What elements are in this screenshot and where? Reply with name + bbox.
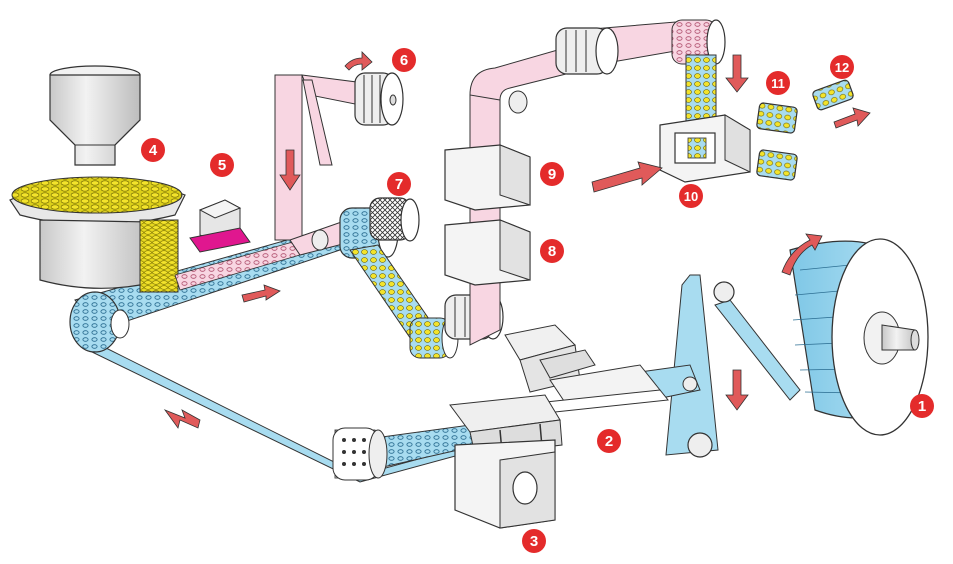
station-badge-3: 3 [522,529,546,553]
station-number-8: 8 [548,243,556,260]
arrow-down-cutter [725,54,749,93]
forming-station [449,324,669,529]
lidding-foil-roll [354,72,404,126]
guide-roller-mid [682,376,698,392]
station-badge-11: 11 [766,71,790,95]
arrow-roll-rotation [781,233,823,276]
station-number-4: 4 [149,142,158,159]
arrow-left-return [163,409,201,429]
top-guide-roller [508,90,528,114]
forming-foil-web-descending [665,274,719,456]
station-number-9: 9 [548,166,556,183]
station-badge-12: 12 [830,55,854,79]
forming-foil-return-belt [91,344,471,483]
station-number-3: 3 [530,533,538,550]
arrow-feed-cutter [591,161,663,193]
station-number-7: 7 [395,176,403,193]
forming-foil-supply-roll [789,238,929,436]
station-badge-2: 2 [597,429,621,453]
arrow-down-lidding [279,149,301,191]
sealing-head [189,199,251,253]
station-number-6: 6 [400,52,408,69]
station-badge-1: 1 [910,394,934,418]
station-badge-7: 7 [387,172,411,196]
guide-roller-top [713,281,735,303]
lidding-foil-slant [302,79,333,166]
lidding-guide-roller [311,229,329,251]
arrow-output [833,107,871,129]
cutting-punch-station [659,114,751,183]
direction-arrows [163,51,871,429]
arrow-rotate-lidding-roll [344,51,373,71]
station-badge-8: 8 [540,239,564,263]
station-number-10: 10 [684,189,698,204]
station-number-11: 11 [771,76,785,91]
dancer-roller [687,432,713,458]
forming-foil-web-from-roll [714,299,801,401]
station-badge-4: 4 [141,138,165,162]
perforated-roller-lower [332,427,388,481]
station-badge-9: 9 [540,162,564,186]
station-badge-6: 6 [392,48,416,72]
arrow-down-web [725,369,749,411]
pill-hopper-feeder [9,65,186,293]
top-rollers [555,19,726,75]
station-badge-10: 10 [679,184,703,208]
arrow-right-belt [241,284,281,303]
station-number-2: 2 [605,433,613,450]
station-number-1: 1 [918,398,926,415]
perforation-station [444,219,531,286]
station-number-5: 5 [218,157,226,174]
finished-blister-cards [756,79,854,181]
station-number-12: 12 [835,60,849,75]
printing-station [444,144,531,211]
station-badge-5: 5 [210,153,234,177]
